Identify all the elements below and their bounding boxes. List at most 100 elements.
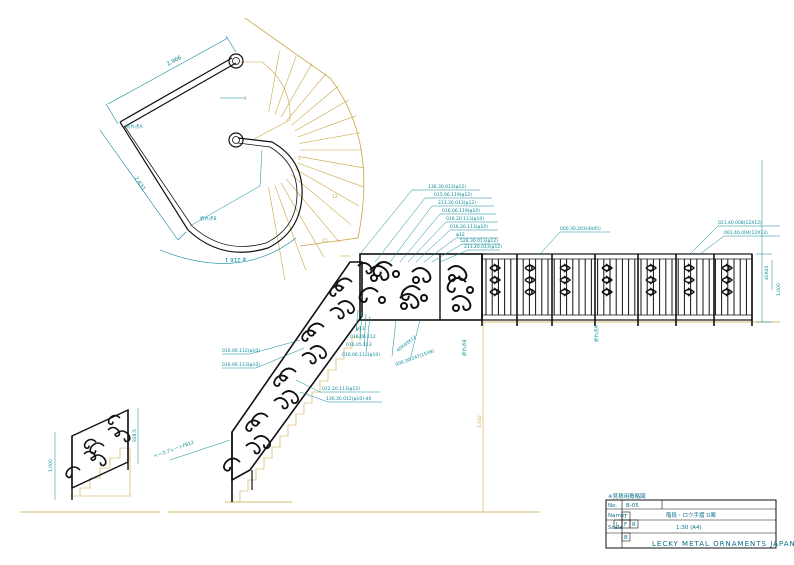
- diagonal-scroll: [309, 345, 327, 360]
- diagonal-scroll: [329, 284, 345, 297]
- small-scroll: [89, 442, 105, 455]
- view-mark-b: B: [624, 535, 628, 541]
- plan-fold-a: 折れ点A: [126, 123, 143, 130]
- callout-left-1: 016.06.112(φ10): [222, 348, 260, 354]
- baluster-ornament: [683, 263, 695, 273]
- plan-step-line: [294, 99, 349, 132]
- main-stair-profile: [232, 326, 361, 503]
- label-fold-a-vertical: 折れ点A: [593, 325, 600, 342]
- plan-step-line: [268, 187, 286, 281]
- baluster-ornament: [645, 263, 657, 273]
- small-height-right: 928.5: [132, 429, 138, 442]
- callout-bottom-4: 016.06.112(φ10): [342, 352, 380, 358]
- baluster-ornament: [645, 287, 657, 297]
- plan-step-line: [280, 182, 325, 258]
- callout-top-5: 016.20.113(φ10): [446, 216, 484, 222]
- baluster-ornament: [721, 287, 733, 297]
- callout-rail: 000.30.203(4045): [560, 226, 601, 232]
- callout-top-4: 016.06.119(φ10): [442, 208, 480, 214]
- callout-left-2: 016.06.113(φ10): [222, 362, 260, 368]
- callout-bottom-1: φ13: [356, 326, 365, 332]
- tb-no-label: No.: [608, 503, 617, 509]
- plan-step-lines: [268, 51, 365, 281]
- baluster-ornament: [559, 287, 571, 297]
- plan-radius: φ 216 1: [225, 256, 246, 262]
- diagonal-railing-scrollwork: [223, 262, 373, 472]
- callout-right-2: 001.40.004(12X12): [724, 230, 768, 236]
- small-scroll: [115, 430, 131, 443]
- panel-scroll: [451, 295, 472, 311]
- panel-scroll: [399, 293, 420, 309]
- diagonal-scroll: [301, 352, 317, 365]
- plan-step-line: [280, 63, 313, 118]
- handrail-curl-top: [228, 53, 244, 69]
- plan-step-line: [286, 73, 327, 122]
- panel-scroll-eye: [466, 286, 474, 294]
- height-right: 1,000: [776, 283, 782, 296]
- small-scroll: [65, 466, 81, 479]
- baluster-ornament: [524, 275, 536, 285]
- diagonal-scroll: [307, 322, 325, 337]
- callout-top-7: φ12: [456, 232, 465, 238]
- plan-step-12: 12: [332, 194, 338, 200]
- handrail-curl-bottom: [228, 132, 244, 148]
- plan-step-1: 1: [244, 96, 247, 102]
- panel-scroll: [358, 287, 379, 303]
- panel-scroll: [372, 261, 393, 277]
- tb-name-label: Name: [608, 513, 625, 519]
- plan-handrail-curve: [119, 121, 303, 253]
- baluster-ornament: [683, 275, 695, 285]
- diagonal-scroll: [357, 262, 373, 275]
- baluster-ornament: [559, 263, 571, 273]
- baluster-ornament: [601, 275, 613, 285]
- small-scroll: [83, 450, 97, 462]
- plan-step-line: [274, 185, 307, 271]
- plan-dimension-lines: [99, 35, 237, 241]
- diagonal-scroll: [329, 307, 345, 320]
- diagonal-scroll: [301, 329, 317, 342]
- plan-step-line: [290, 85, 339, 126]
- baluster-ornament: [721, 275, 733, 285]
- diagonal-scroll: [279, 367, 297, 382]
- callout-leaders: [169, 160, 780, 461]
- callout-labels-top: 136.30.013(φ12) 015.06.119(φ12) 213.30.0…: [428, 184, 502, 250]
- plan-step-15: 15: [322, 238, 328, 244]
- plan-view: 2,966 2,631 φ 216 1 折れ点A 折れ点B 1 5 12 15: [99, 17, 365, 281]
- small-scroll: [91, 454, 107, 467]
- callout-mid-2: 136.30.012(φ10)-40: [326, 396, 371, 402]
- diagonal-scroll: [273, 397, 289, 410]
- diagonal-scroll: [253, 435, 271, 450]
- tb-name-value: 階段・ロク手摺 D案: [666, 511, 716, 519]
- main-stair-steps: [232, 326, 361, 503]
- plan-fold-b: 折れ点B: [200, 215, 217, 222]
- callout-bottom-5: 40X40X12: [396, 334, 418, 353]
- baluster-ornament: [524, 287, 536, 297]
- title-block: ※見積用概略図 No. B-05 Name 階段・ロク手摺 D案 Scale 1…: [605, 492, 794, 549]
- small-scroll: [83, 438, 97, 450]
- diagonal-railing-frame: [231, 261, 363, 482]
- plan-handrail-curve-inner: [124, 126, 298, 247]
- stair-inner-boundary: [240, 61, 291, 141]
- view-mark-t: T: [623, 514, 628, 520]
- diagonal-scroll: [245, 442, 261, 455]
- view-mark-r: R: [632, 522, 636, 528]
- plan-length-side: 2,631: [132, 176, 146, 192]
- plan-step-line: [286, 178, 340, 243]
- panel-scroll: [400, 285, 421, 301]
- callout-top-8: 528.30.013(φ12): [460, 238, 498, 244]
- plan-step-line: [297, 162, 364, 188]
- baluster-ornament: [721, 263, 733, 273]
- plan-step-line: [299, 156, 365, 169]
- plan-step-line: [294, 168, 360, 207]
- small-side-elevation: 1,000 928.5: [48, 408, 139, 500]
- small-scroll: [107, 426, 121, 438]
- callout-right-1: 021.40.008(12X12): [718, 220, 762, 226]
- ground-lines: [20, 321, 780, 513]
- panel-scroll: [411, 267, 432, 283]
- small-height-left: 1,000: [48, 459, 54, 472]
- callout-top-6: 016.20.113(φ10): [450, 224, 488, 230]
- label-fold-b-vertical: 折れ点B: [461, 339, 468, 356]
- baluster-ornament: [601, 263, 613, 273]
